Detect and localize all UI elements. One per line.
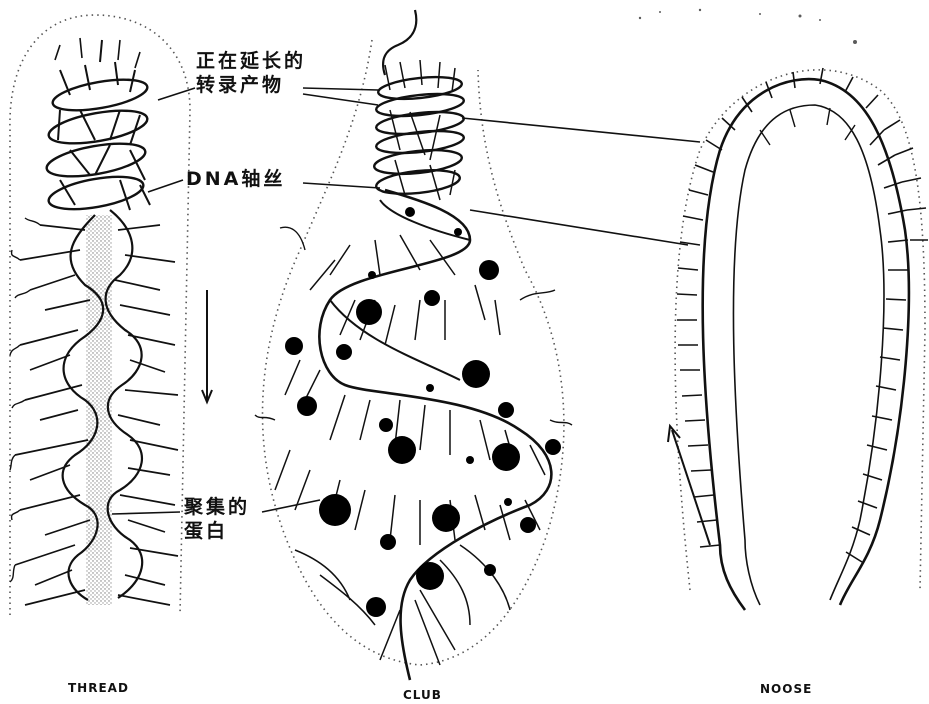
club-dna-axis <box>319 190 551 680</box>
protein-label: 聚集的 蛋白 <box>184 496 250 544</box>
dna-axis-label: DNA轴丝 <box>186 168 285 192</box>
club-protein-granules <box>285 207 561 617</box>
protein-label-line2: 蛋白 <box>184 520 250 544</box>
noose-direction-arrow <box>672 430 710 545</box>
transcript-label-line2: 转录产物 <box>196 74 306 98</box>
transcript-label: 正在延长的 转录产物 <box>196 50 306 98</box>
club-panel <box>255 10 572 680</box>
panel-caption-noose: NOOSE <box>760 682 812 696</box>
transcript-label-line1: 正在延长的 <box>196 50 306 74</box>
noose-loop-inner <box>733 105 883 605</box>
noose-envelope <box>675 70 925 590</box>
thread-panel <box>10 15 212 615</box>
protein-label-line1: 聚集的 <box>184 496 250 520</box>
panel-caption-thread: THREAD <box>68 681 129 695</box>
panel-caption-club: CLUB <box>403 688 442 702</box>
noose-panel <box>668 68 928 610</box>
